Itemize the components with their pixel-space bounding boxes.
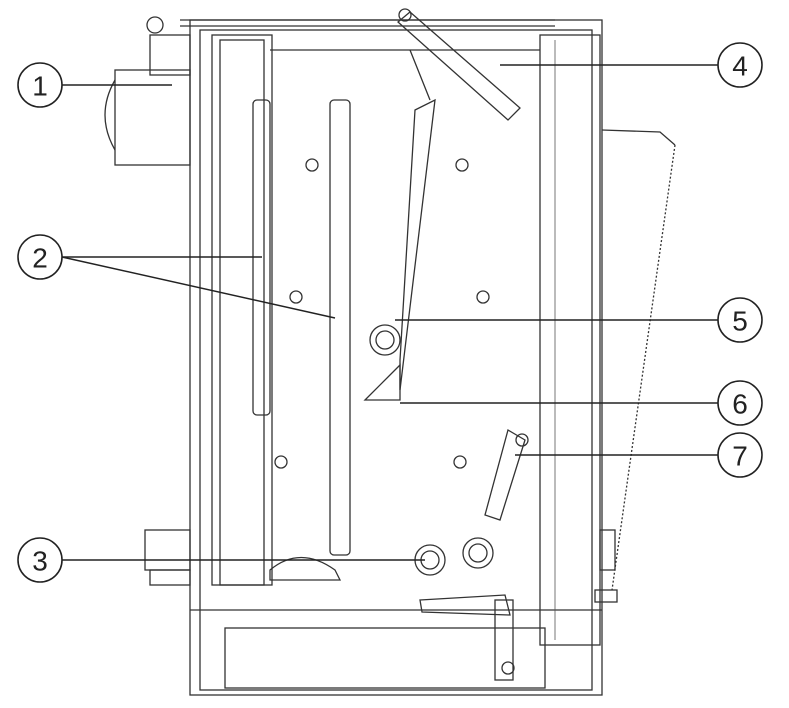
callout-1: 1 [17, 62, 63, 108]
callout-4: 4 [717, 42, 763, 88]
air-flap [484, 429, 529, 521]
pipes [363, 324, 515, 681]
callout-2: 2 [17, 234, 63, 280]
door-chain [594, 129, 676, 603]
fan-motor [104, 16, 191, 586]
callout-label: 7 [732, 441, 748, 472]
callout-3: 3 [17, 537, 63, 583]
callout-label: 6 [732, 389, 748, 420]
callout-7: 7 [717, 432, 763, 478]
callout-6: 6 [717, 380, 763, 426]
boiler-body [180, 19, 603, 696]
callout-label: 2 [32, 243, 48, 274]
callout-label: 5 [732, 306, 748, 337]
callout-label: 4 [732, 51, 748, 82]
top-lever [397, 8, 521, 121]
callout-label: 1 [32, 71, 48, 102]
callout-5: 5 [717, 297, 763, 343]
leader-lines [61, 64, 718, 561]
callout-label: 3 [32, 546, 48, 577]
heat-exchanger-baffles [252, 98, 490, 581]
